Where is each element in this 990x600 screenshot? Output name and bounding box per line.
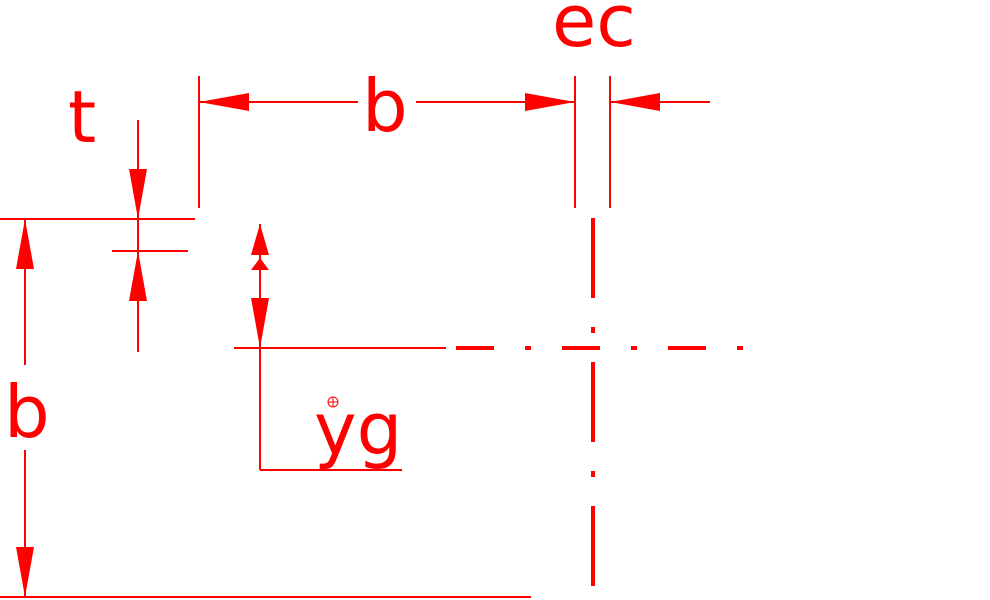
label-b-left: b	[4, 370, 50, 454]
arrow-t-down	[129, 169, 147, 219]
label-t: t	[68, 75, 96, 159]
arrow-t-up	[129, 251, 147, 301]
label-yg: yg	[314, 387, 402, 471]
arrow-b-top-right	[525, 93, 575, 111]
arrow-b-left-up	[16, 219, 34, 269]
arrow-yg-down	[251, 298, 269, 348]
arrow-yg-up	[251, 224, 269, 255]
label-ec: ec	[552, 0, 636, 63]
arrow-yg-up-2	[251, 258, 269, 270]
arrow-ec	[610, 93, 660, 111]
arrow-b-top-left	[199, 93, 249, 111]
label-b-top: b	[362, 64, 408, 148]
arrow-b-left-down	[16, 547, 34, 597]
